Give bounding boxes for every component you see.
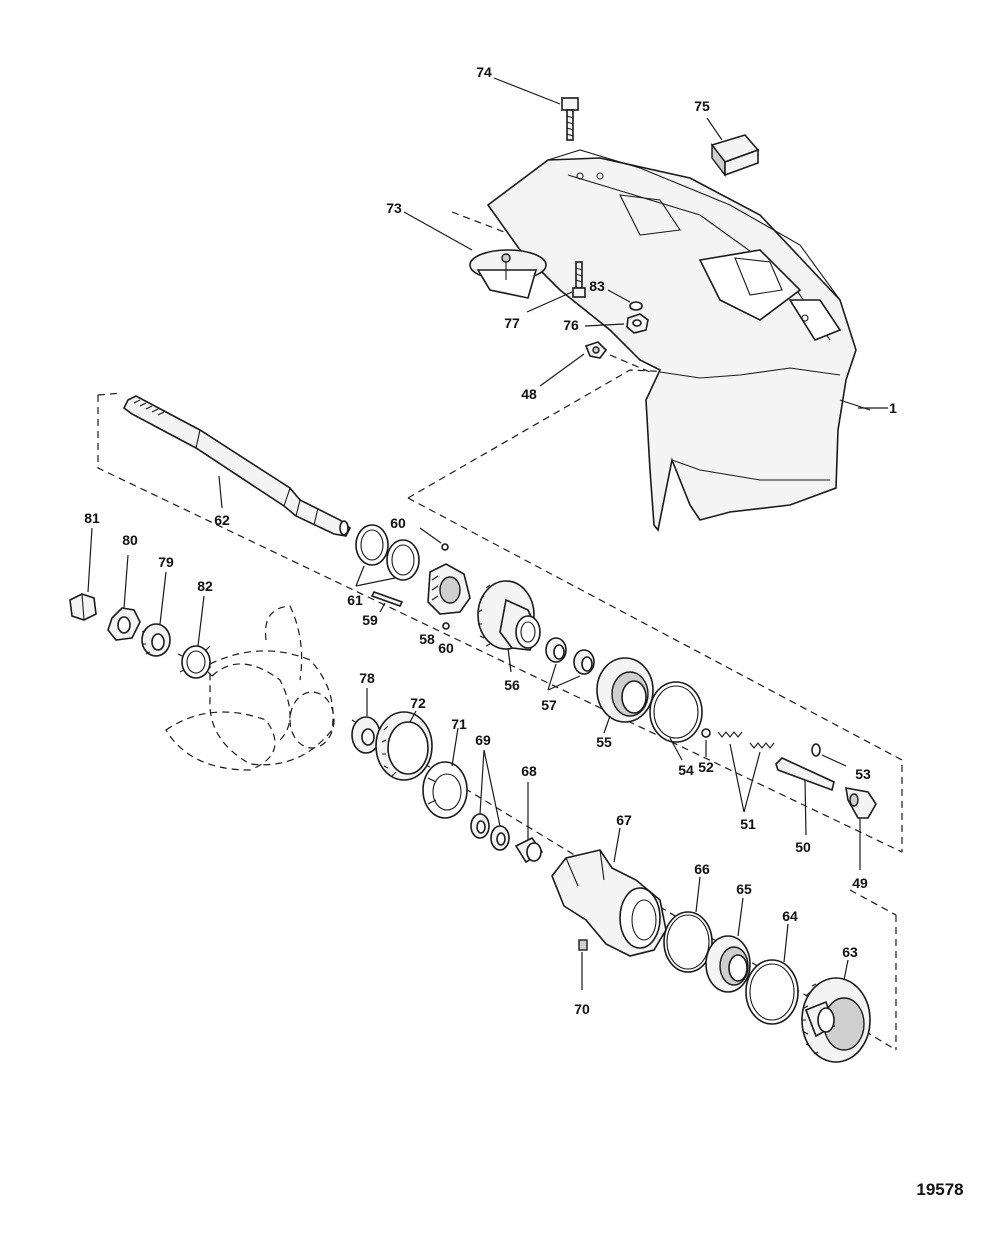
callout-66: 66	[694, 861, 710, 877]
ball-60-upper	[441, 543, 449, 551]
shim-64	[745, 959, 799, 1025]
callout-56: 56	[504, 677, 520, 693]
callout-63: 63	[842, 944, 858, 960]
shift-cam-49	[845, 787, 877, 819]
reverse-gear-63	[801, 977, 871, 1063]
tab-washer-71	[422, 761, 468, 819]
callout-80: 80	[122, 532, 138, 548]
clutch-58	[427, 563, 471, 615]
ball-52	[701, 728, 711, 738]
thrust-hub-79	[141, 623, 171, 657]
cross-pin-59	[370, 591, 404, 607]
ball-bearing-65	[705, 935, 751, 993]
callout-70: 70	[574, 1001, 590, 1017]
callout-64: 64	[782, 908, 798, 924]
callout-65: 65	[736, 881, 752, 897]
callout-62: 62	[214, 512, 230, 528]
cam-follower-50	[775, 757, 835, 792]
callout-53: 53	[855, 766, 871, 782]
bolt-74	[561, 97, 579, 141]
o-ring-66	[663, 911, 713, 973]
prop-nut-81	[69, 593, 97, 621]
callout-82: 82	[197, 578, 213, 594]
callout-73: 73	[386, 200, 402, 216]
callout-52: 52	[698, 759, 714, 775]
callout-76: 76	[563, 317, 579, 333]
callout-49: 49	[852, 875, 868, 891]
callout-58: 58	[419, 631, 435, 647]
callout-79: 79	[158, 554, 174, 570]
bracket-75	[710, 134, 760, 178]
callout-67: 67	[616, 812, 632, 828]
callout-77: 77	[504, 315, 520, 331]
reverse-gear-bearing-72	[375, 711, 433, 781]
callout-71: 71	[451, 716, 467, 732]
plug-48	[584, 341, 608, 359]
key-70	[578, 939, 588, 951]
callout-68: 68	[521, 763, 537, 779]
screw-77	[572, 261, 586, 298]
callout-78: 78	[359, 670, 375, 686]
shim-54	[649, 681, 703, 743]
callout-61: 61	[347, 592, 363, 608]
nut-76	[626, 313, 649, 334]
callout-83: 83	[589, 278, 605, 294]
callout-48: 48	[521, 386, 537, 402]
trim-tab-73	[469, 249, 547, 299]
callout-50: 50	[795, 839, 811, 855]
forward-gear-56	[477, 580, 541, 651]
callout-69: 69	[475, 732, 491, 748]
callout-72: 72	[410, 695, 426, 711]
callout-60-lower: 60	[438, 640, 454, 656]
seals-69	[470, 813, 510, 851]
figure-number: 19578	[916, 1180, 964, 1199]
sleeves-61	[355, 524, 420, 581]
callout-57: 57	[541, 697, 557, 713]
callout-51: 51	[740, 816, 756, 832]
callout-75: 75	[694, 98, 710, 114]
springs-51	[717, 731, 775, 749]
propeller-outline	[165, 605, 335, 771]
callout-55: 55	[596, 734, 612, 750]
washer-83	[629, 301, 643, 311]
retainer-82	[177, 645, 213, 679]
callout-54: 54	[678, 762, 694, 778]
callout-81: 81	[84, 510, 100, 526]
tab-washer-80	[107, 607, 141, 641]
callout-1: 1	[889, 400, 897, 416]
callout-59: 59	[362, 612, 378, 628]
bearing-carrier-67	[551, 849, 667, 957]
bearings-57	[545, 637, 595, 675]
ball-60-lower	[442, 622, 450, 630]
tapered-bearing-55	[596, 657, 654, 723]
needle-bearing-68	[514, 836, 544, 864]
gear-housing	[486, 149, 871, 532]
ball-53	[811, 743, 821, 757]
callout-60-upper: 60	[390, 515, 406, 531]
callout-74: 74	[476, 64, 492, 80]
propeller-shaft-62	[122, 395, 352, 537]
